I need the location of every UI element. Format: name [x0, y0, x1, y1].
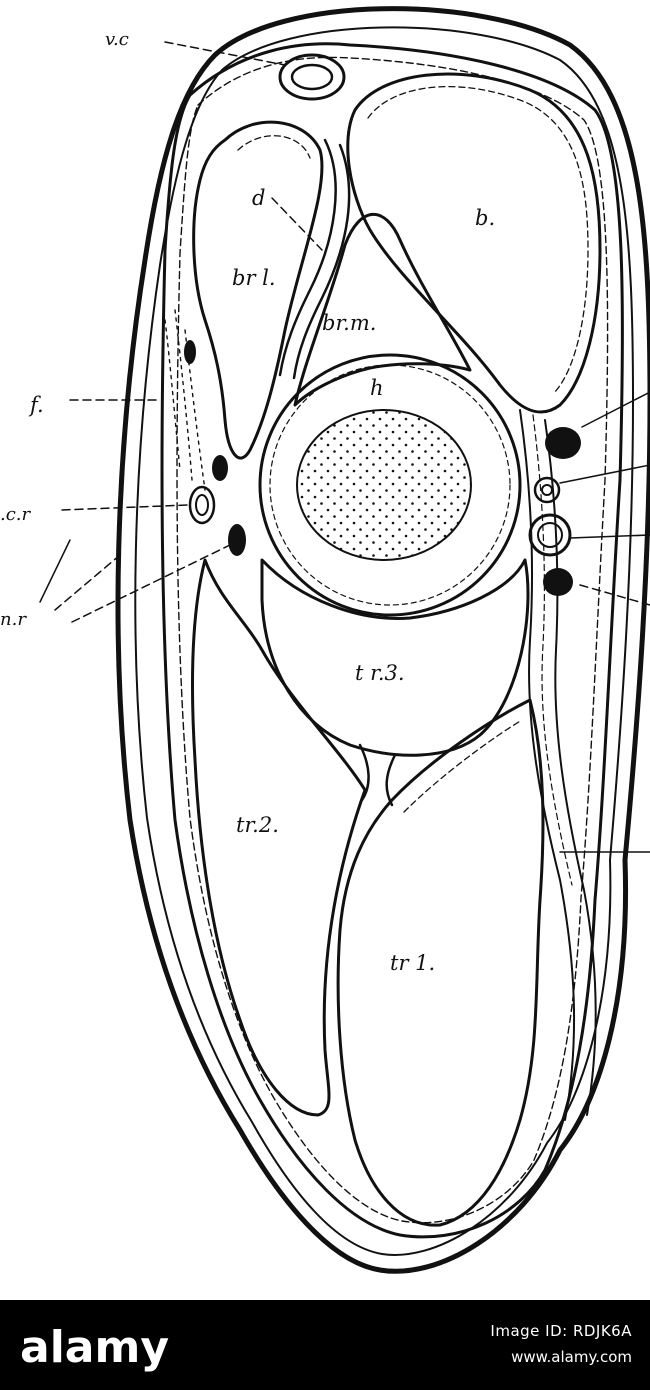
lumen-br-l [192, 120, 324, 460]
nerve-dot [228, 524, 246, 556]
image-id-text: Image ID: RDJK6A [490, 1322, 632, 1340]
inner-cavity [160, 42, 624, 1239]
inner-cavity-dashed [176, 56, 609, 1224]
label-tr2: tr.2. [236, 813, 279, 837]
label-f: f. [28, 393, 44, 417]
label-b: b. [475, 206, 495, 230]
label-brl: br l. [232, 266, 276, 290]
nerve-dot [545, 427, 581, 459]
outer-wall-inner-line [134, 26, 634, 1256]
lumen-br-m [293, 212, 472, 407]
dotted-nucleus [296, 409, 472, 561]
label-tr1: tr 1. [390, 951, 435, 975]
lumen-tr-2 [190, 558, 367, 1117]
right-large-ring [528, 513, 572, 557]
label-d: d [252, 186, 265, 210]
vessel-vc [278, 53, 346, 101]
nerve-dot [184, 340, 196, 364]
label-nr: n.r [0, 609, 27, 630]
vessel-cr [188, 485, 216, 525]
lumen-tr-1 [336, 698, 545, 1227]
lumen-tr-3 [260, 558, 530, 757]
cross-section-diagram: v.c d b. br l. br.m. h f. .c.r n.r t r.3… [0, 6, 650, 1274]
svg-text:alamy: alamy [20, 1322, 169, 1373]
central-body-h [258, 353, 522, 617]
label-tr3: t r.3. [355, 661, 405, 685]
label-vc: v.c [105, 29, 129, 50]
outer-wall [115, 6, 650, 1274]
label-h: h [370, 376, 384, 400]
label-brm: br.m. [322, 311, 376, 335]
watermark-url-text: www.alamy.com [511, 1348, 632, 1366]
nerve-dot [543, 568, 573, 596]
nerve-dot [212, 455, 228, 481]
label-cr: .c.r [0, 504, 32, 525]
alamy-logo: alamy [20, 1322, 169, 1373]
right-small-ring [533, 476, 561, 504]
watermark-bar: alamy Image ID: RDJK6A www.alamy.com [0, 1300, 650, 1390]
lumen-b [346, 72, 602, 414]
